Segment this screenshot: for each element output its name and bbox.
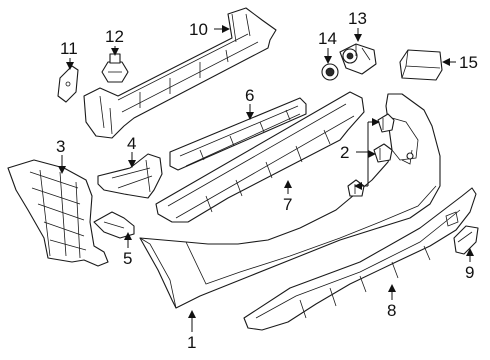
- callout-5: 5: [123, 249, 132, 268]
- callout-11: 11: [60, 39, 78, 58]
- callout-1: 1: [187, 333, 196, 352]
- leaders: [58, 25, 474, 332]
- callout-12: 12: [105, 27, 124, 46]
- callout-3: 3: [56, 137, 65, 156]
- part-14-grommet: [321, 63, 339, 81]
- part-5-bracket: [93, 211, 135, 239]
- part-7-absorber: [155, 91, 365, 223]
- part-2-clips: [347, 113, 395, 197]
- callout-15: 15: [459, 53, 478, 72]
- callout-7: 7: [283, 195, 292, 214]
- callout-13: 13: [348, 9, 367, 28]
- callout-4: 4: [127, 134, 136, 153]
- part-3-side-bracket: [7, 159, 109, 267]
- part-4-bracket: [97, 153, 163, 199]
- part-6-absorber: [169, 97, 307, 171]
- callout-8: 8: [387, 301, 396, 320]
- part-9-cover: [453, 225, 479, 255]
- part-15-module: [399, 49, 443, 81]
- callout-2: 2: [340, 143, 349, 162]
- callout-10: 10: [189, 20, 208, 39]
- callout-14: 14: [318, 29, 337, 48]
- part-13-sensor: [339, 43, 377, 75]
- callout-labels: 1 2 3 4 5 6 7 8 9 10 11 12 13 14 15: [56, 9, 478, 352]
- part-8-valance: [243, 187, 477, 331]
- callout-6: 6: [245, 86, 254, 105]
- part-12-nut: [101, 53, 129, 83]
- callout-9: 9: [465, 263, 474, 282]
- part-10-reinforcement-bar: [83, 7, 277, 139]
- part-11-clip: [57, 65, 79, 103]
- part-1-bumper-cover: [139, 93, 441, 309]
